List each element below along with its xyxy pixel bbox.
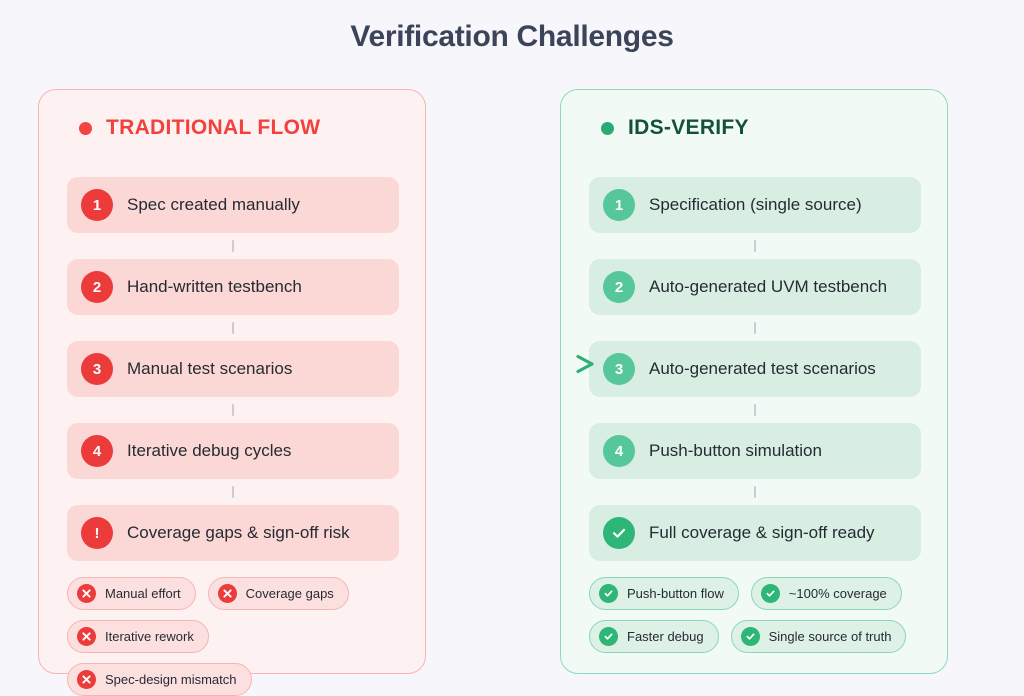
- step-row[interactable]: 4 Push-button simulation: [589, 423, 921, 479]
- badge-label: Coverage gaps: [245, 586, 334, 601]
- step-connector: [589, 397, 921, 423]
- step-label: Push-button simulation: [649, 441, 822, 460]
- step-number-badge: 1: [81, 189, 113, 221]
- ids-verify-steps: 1 Specification (single source) 2 Auto-g…: [589, 177, 921, 561]
- ids-verify-panel: IDS-VERIFY 1 Specification (single sourc…: [560, 89, 948, 674]
- status-dot-icon: [601, 121, 614, 135]
- step-label: Auto-generated test scenarios: [649, 359, 876, 378]
- step-number-badge: 3: [81, 353, 113, 385]
- check-circle-icon: [760, 584, 780, 603]
- panel-title-ids-verify: IDS-VERIFY: [628, 116, 749, 139]
- step-label: Spec created manually: [127, 195, 300, 214]
- traditional-flow-panel: TRADITIONAL FLOW 1 Spec created manually…: [38, 89, 426, 696]
- ids-verify-header: IDS-VERIFY: [601, 116, 749, 140]
- step-number-badge: 2: [81, 271, 113, 303]
- x-circle-icon: [77, 670, 96, 689]
- step-number-badge: 2: [603, 271, 635, 303]
- step-connector: [67, 479, 399, 505]
- panel-title-traditional: TRADITIONAL FLOW: [106, 116, 321, 139]
- step-connector: [589, 479, 921, 505]
- badge-pill[interactable]: Spec-design mismatch: [67, 663, 252, 696]
- badge-pill[interactable]: Push-button flow: [589, 577, 739, 610]
- step-connector: [67, 233, 399, 259]
- step-label: Iterative debug cycles: [127, 441, 292, 460]
- badge-label: Single source of truth: [768, 629, 892, 644]
- step-row[interactable]: 4 Iterative debug cycles: [67, 423, 399, 479]
- step-label: Full coverage & sign-off ready: [649, 523, 875, 542]
- step-row[interactable]: 1 Spec created manually: [67, 177, 399, 233]
- step-row[interactable]: 2 Hand-written testbench: [67, 259, 399, 315]
- step-label: Manual test scenarios: [127, 359, 293, 378]
- step-number-badge: 4: [603, 435, 635, 467]
- x-circle-icon: [217, 584, 237, 603]
- x-circle-icon: [77, 627, 96, 646]
- badge-pill[interactable]: Coverage gaps: [207, 577, 349, 610]
- step-connector: [589, 315, 921, 341]
- traditional-flow-header: TRADITIONAL FLOW: [79, 116, 320, 140]
- badge-label: ~100% coverage: [788, 586, 887, 601]
- step-row[interactable]: 3 Manual test scenarios: [67, 341, 399, 397]
- ids-verify-badges: Push-button flow ~100% coverage Faster d…: [589, 577, 921, 653]
- step-connector: [67, 315, 399, 341]
- step-row[interactable]: 1 Specification (single source): [589, 177, 921, 233]
- status-dot-icon: [79, 121, 92, 135]
- badge-label: Push-button flow: [627, 586, 724, 601]
- badge-label: Faster debug: [627, 629, 704, 644]
- step-label: Coverage gaps & sign-off risk: [127, 523, 350, 542]
- flow-arrow: [430, 354, 594, 374]
- step-label: Specification (single source): [649, 195, 862, 214]
- check-icon: [603, 517, 635, 549]
- step-number-badge: 1: [603, 189, 635, 221]
- step-row[interactable]: 3 Auto-generated test scenarios: [589, 341, 921, 397]
- badge-pill[interactable]: ~100% coverage: [750, 577, 902, 610]
- step-row[interactable]: ! Coverage gaps & sign-off risk: [67, 505, 399, 561]
- traditional-flow-steps: 1 Spec created manually 2 Hand-written t…: [67, 177, 399, 561]
- badge-label: Spec-design mismatch: [105, 672, 237, 687]
- step-connector: [589, 233, 921, 259]
- check-circle-icon: [599, 627, 618, 646]
- x-circle-icon: [77, 584, 96, 603]
- step-row[interactable]: Full coverage & sign-off ready: [589, 505, 921, 561]
- check-circle-icon: [740, 627, 760, 646]
- step-row[interactable]: 2 Auto-generated UVM testbench: [589, 259, 921, 315]
- badge-label: Iterative rework: [105, 629, 194, 644]
- traditional-flow-badges: Manual effort Coverage gaps Iterative re…: [67, 577, 399, 696]
- step-connector: [67, 397, 399, 423]
- step-number-badge: 4: [81, 435, 113, 467]
- exclamation-icon: !: [81, 517, 113, 549]
- step-label: Hand-written testbench: [127, 277, 302, 296]
- badge-pill[interactable]: Iterative rework: [67, 620, 209, 653]
- check-circle-icon: [599, 584, 618, 603]
- badge-label: Manual effort: [105, 586, 181, 601]
- badge-pill[interactable]: Manual effort: [67, 577, 196, 610]
- step-number-badge: 3: [603, 353, 635, 385]
- badge-pill[interactable]: Faster debug: [589, 620, 719, 653]
- badge-pill[interactable]: Single source of truth: [730, 620, 907, 653]
- page-title: Verification Challenges: [350, 20, 674, 53]
- step-label: Auto-generated UVM testbench: [649, 277, 888, 296]
